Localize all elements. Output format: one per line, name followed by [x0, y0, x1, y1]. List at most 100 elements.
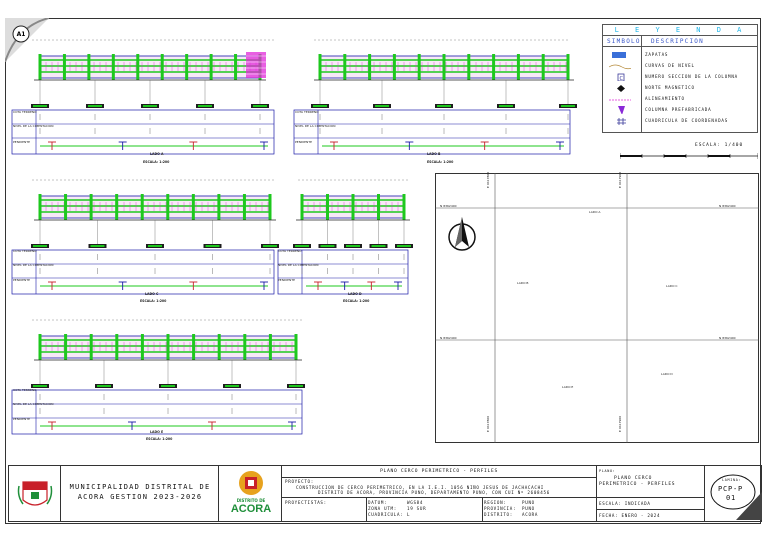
panel-c-station-tag-inner	[90, 245, 105, 247]
panel-e-column	[89, 334, 93, 360]
panel-e-row-2: NIVEL DE LA CIMENTACION	[13, 402, 54, 406]
panel-c-station-tag-inner	[205, 245, 220, 247]
scale-label: ESCALA: 1/400	[695, 143, 744, 148]
plano-line-2: PERIMETRICO - PERFILES	[599, 482, 676, 487]
legend-col-symbol: SIMBOLO	[607, 38, 641, 45]
panel-e-table	[11, 389, 303, 435]
peru-emblem	[17, 481, 53, 506]
legend-row-seccion: C NUMERO SECCION DE LA COLUMNA	[603, 72, 759, 83]
panel-c-row-2: NIVEL DE LA CIMENTACION	[13, 263, 54, 267]
panel-d-station-tag-inner	[320, 245, 335, 247]
site-plan	[435, 173, 759, 443]
grid-label-left: N 8362400	[440, 204, 457, 208]
panel-e-column	[243, 334, 247, 360]
panel-a-station-tag-inner	[253, 105, 267, 107]
legend-col-description: DESCRIPCION	[651, 38, 704, 45]
grid-label-top-2: E 0417900	[618, 171, 622, 188]
panel-b-column	[368, 54, 372, 80]
panel-d-scale: ESCALA: 1:200	[343, 299, 370, 303]
lamina-code-2: 01	[726, 494, 737, 502]
legend-title: L E Y E N D A	[614, 26, 748, 34]
panel-b-column	[343, 54, 347, 80]
panel-c-column	[166, 194, 170, 220]
proyecto-label: PROYECTO:	[285, 479, 314, 484]
panel-c-station-tag-inner	[148, 245, 162, 247]
panel-c-station-tag-inner	[263, 245, 277, 247]
panel-b-station-tag-inner	[437, 105, 451, 107]
panel-a-caption: LADO A	[150, 152, 164, 156]
grid-label-bottom-1: E 0417800	[486, 415, 490, 432]
panel-c-column	[38, 194, 42, 220]
panel-a-column	[62, 54, 66, 80]
grid-label-bottom-2: E 0417900	[618, 415, 622, 432]
panel-b-column	[492, 54, 496, 80]
zona-label: ZONA UTM:	[368, 506, 397, 511]
distrito-label: DISTRITO:	[484, 512, 513, 517]
acora-logo	[239, 471, 263, 495]
municipality-line-1: MUNICIPALIDAD DISTRITAL DE	[69, 483, 211, 491]
legend-row-alineamiento: ALINEAMIENTO	[603, 94, 759, 105]
panel-d-station-tag-inner	[295, 245, 309, 247]
panel-c-column	[64, 194, 68, 220]
elevation-panels	[11, 39, 577, 435]
fecha-label: FECHA: ENERO - 2024	[599, 513, 661, 518]
plan-label-c: LADO C	[666, 284, 678, 288]
panel-a-column	[234, 54, 238, 80]
title-block: MUNICIPALIDAD DISTRITAL DE ACORA GESTION…	[8, 465, 762, 522]
panel-b-row-3: PENDIENTE	[295, 140, 313, 144]
svg-text:C: C	[620, 76, 624, 81]
alignment-icon	[609, 99, 631, 101]
panel-a-station-tag-inner	[143, 105, 157, 107]
datum-value: WGS84	[407, 500, 424, 505]
grid-label-right: N 8362400	[719, 204, 736, 208]
panel-d-column	[326, 194, 329, 220]
provincia-label: PROVINCIA:	[484, 506, 517, 511]
panel-d-row-2: NIVEL DE LA CIMENTACION	[278, 263, 319, 267]
grid-label-right-2: N 8362400	[719, 336, 736, 340]
panel-c-column	[115, 194, 119, 220]
datum-label: DATUM:	[368, 500, 388, 505]
legend-row-zapatas: ZAPATAS	[603, 50, 759, 61]
panel-a-column	[38, 54, 42, 80]
project-info: PLANO CERCO PERIMETRICO - PERFILES PROYE…	[282, 466, 596, 521]
plano-line-1: PLANO CERCO	[614, 476, 653, 481]
panel-a-station-tag-inner	[33, 105, 47, 107]
plano-label: PLANO:	[599, 469, 616, 473]
cuadricula-label: CUADRICULA:	[368, 512, 404, 517]
panel-e-column	[294, 334, 298, 360]
panel-e-column	[115, 334, 119, 360]
panel-c-column	[242, 194, 246, 220]
panel-b-station-tag-inner	[499, 105, 513, 107]
panel-b-column	[392, 54, 396, 80]
panel-c-caption: LADO C	[145, 292, 159, 296]
panel-d-column	[377, 194, 380, 220]
panel-b-column	[417, 54, 421, 80]
panel-b-station-tag-inner	[313, 105, 327, 107]
logo-small-text: DISTRITO DE	[236, 498, 266, 503]
panel-e-station-tag-inner	[161, 385, 175, 387]
zona-value: 19 SUR	[407, 506, 427, 511]
panel-b-row-1: COTA TERRENO	[295, 110, 319, 114]
panel-c-column	[268, 194, 272, 220]
panel-b-station-tag-inner	[561, 105, 575, 107]
panel-d-row-1: COTA TERRENO	[278, 249, 302, 253]
legend-row-curvas: CURVAS DE NIVEL	[603, 61, 759, 72]
column-section-icon: C	[617, 73, 625, 81]
panel-c-scale: ESCALA: 1:200	[140, 299, 167, 303]
panel-b-column	[318, 54, 322, 80]
proyecto-line-1: CONSTRUCCION DE CERCO PERIMETRICO, EN LA…	[296, 485, 545, 490]
panel-d-column	[351, 194, 355, 220]
grid-label-left-2: N 8362400	[440, 336, 457, 340]
panel-e-column	[268, 334, 272, 360]
panel-b-caption: LADO B	[427, 152, 441, 156]
plan-label-b: LADO B	[517, 281, 529, 285]
plan-title: PLANO CERCO PERIMETRICO - PERFILES	[380, 469, 498, 474]
panel-e-column	[64, 334, 68, 360]
panel-e-station-tag-inner	[33, 385, 47, 387]
lamina-badge	[710, 474, 762, 520]
panel-c-column	[89, 194, 93, 220]
acora-logo-cell: DISTRITO DE ACORA	[219, 466, 282, 521]
panel-e-column	[166, 334, 170, 360]
site-plan-drawing	[435, 173, 759, 443]
panel-d-table	[277, 249, 409, 295]
